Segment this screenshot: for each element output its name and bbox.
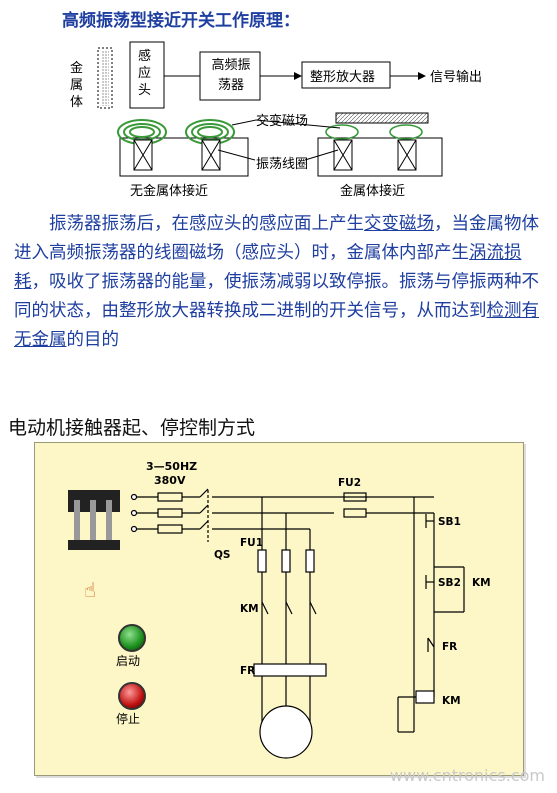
km-aux-label: KM: [472, 577, 491, 589]
sb2-label: SB2: [438, 577, 461, 589]
stop-button[interactable]: [118, 682, 146, 710]
metal-plate: [335, 112, 429, 124]
coil-right-1: [325, 124, 359, 171]
sensor-head-label: 感应头: [138, 49, 152, 98]
amplifier-box: [301, 61, 391, 89]
fr-main-label: FR: [240, 665, 255, 677]
motor-circuit: 3—50HZ 380V: [130, 460, 491, 759]
start-label: 启动: [116, 654, 141, 668]
no-metal-label: 无金属体接近: [130, 184, 209, 199]
hand-pointer-icon: ☝: [84, 578, 97, 602]
coil-left-2: [185, 119, 235, 171]
coil-right-2: [389, 124, 423, 171]
oscillator-label: 高频振荡器: [211, 58, 251, 93]
sensor-head-box: [129, 41, 165, 109]
sb1-label: SB1: [438, 516, 461, 528]
supply-freq: 3—50HZ: [146, 460, 197, 473]
principle-diagram: [97, 41, 443, 177]
fu1-label: FU1: [240, 537, 263, 549]
km-coil-label: KM: [442, 695, 461, 707]
metal-near-label: 金属体接近: [340, 184, 406, 199]
metal-body-label: 金属体: [70, 61, 84, 110]
coil-left-1: [117, 119, 167, 171]
qs-label: QS: [214, 549, 231, 561]
start-button[interactable]: [118, 624, 146, 652]
knife-switch-icon: [68, 490, 120, 554]
watermark: www.cntronics.com: [389, 766, 545, 785]
osc-coil-label: 振荡线圈: [256, 157, 309, 172]
principle-title: 高频振荡型接近开关工作原理：: [62, 11, 300, 31]
motor-title: 电动机接触器起、停控制方式: [8, 417, 256, 439]
stop-label: 停止: [116, 712, 141, 726]
fu2-label: FU2: [338, 477, 361, 489]
signal-out-label: 信号输出: [430, 70, 483, 85]
km-main-label: KM: [240, 603, 259, 615]
amplifier-label: 整形放大器: [310, 70, 376, 85]
principle-paragraph: 振荡器振荡后，在感应头的感应面上产生交变磁场，当金属物体进入高频振荡器的线圈磁场…: [14, 214, 539, 350]
supply-voltage: 380V: [154, 474, 186, 487]
alt-field-label: 交变磁场: [256, 114, 309, 129]
fr-aux-label: FR: [442, 641, 457, 653]
